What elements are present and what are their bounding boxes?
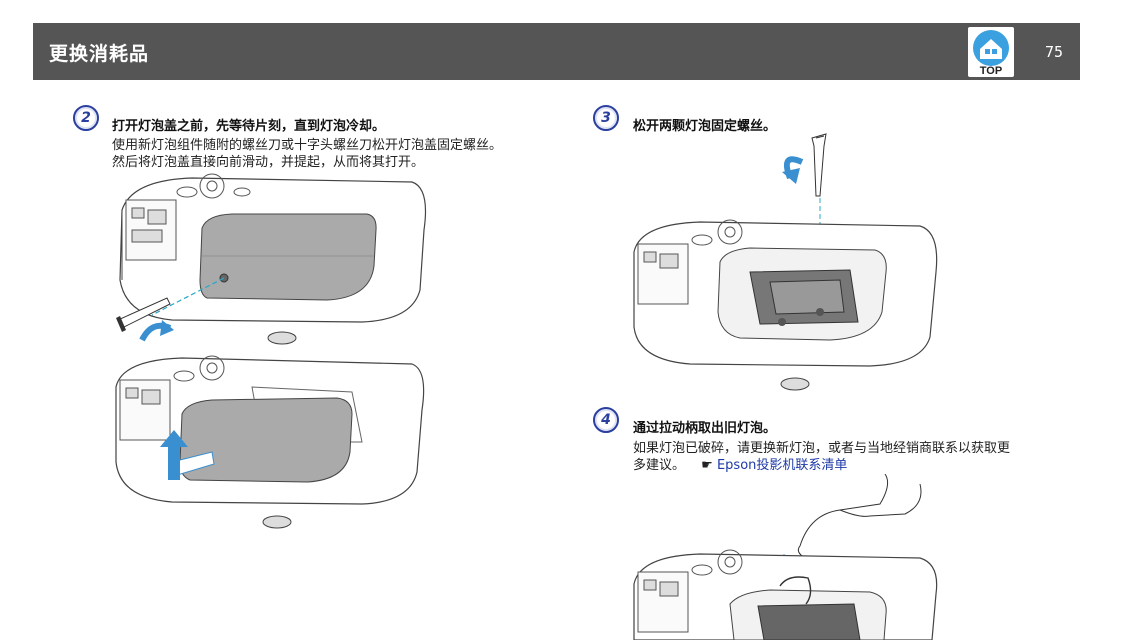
page-title: 更换消耗品	[49, 43, 150, 65]
home-icon: TOP	[973, 30, 1009, 77]
step-3-title: 松开两颗灯泡固定螺丝。	[633, 119, 777, 134]
step-4-title: 通过拉动柄取出旧灯泡。	[633, 421, 777, 436]
step-4-body: 如果灯泡已破碎，请更换新灯泡，或者与当地经销商联系以获取更 多建议。 ☛ Eps…	[633, 440, 1010, 474]
step-2-illustration-slide-cover	[115, 355, 425, 529]
step-2-body-line1: 使用新灯泡组件随附的螺丝刀或十字头螺丝刀松开灯泡盖固定螺丝。	[112, 138, 503, 153]
step-3-badge: 3	[593, 105, 619, 131]
pointing-hand-icon: ☛	[701, 458, 713, 473]
top-button[interactable]: TOP	[968, 27, 1014, 77]
step-4-body-line2: 多建议。 ☛ Epson投影机联系清单	[633, 457, 1010, 474]
step-2-badge: 2	[73, 105, 99, 131]
step-2-title: 打开灯泡盖之前，先等待片刻，直到灯泡冷却。	[112, 119, 386, 134]
step-2-body: 使用新灯泡组件随附的螺丝刀或十字头螺丝刀松开灯泡盖固定螺丝。 然后将灯泡盖直接向…	[112, 137, 502, 171]
top-button-label: TOP	[980, 65, 1002, 77]
header-bar: 更换消耗品 TOP 75	[33, 23, 1080, 80]
page-number: 75	[1045, 43, 1064, 61]
step-2-body-line2: 然后将灯泡盖直接向前滑动，并提起，从而将其打开。	[112, 155, 425, 170]
step-4-body-line2-prefix: 多建议。	[633, 458, 686, 473]
step-4-badge: 4	[593, 407, 619, 433]
step-2-illustration-unscrew	[116, 173, 427, 345]
step-4-illustration-remove-lamp	[633, 474, 938, 640]
step-3-illustration-loosen-screws	[633, 133, 938, 391]
epson-contact-list-link[interactable]: Epson投影机联系清单	[716, 458, 848, 473]
step-4-body-line1: 如果灯泡已破碎，请更换新灯泡，或者与当地经销商联系以获取更	[633, 441, 1011, 456]
